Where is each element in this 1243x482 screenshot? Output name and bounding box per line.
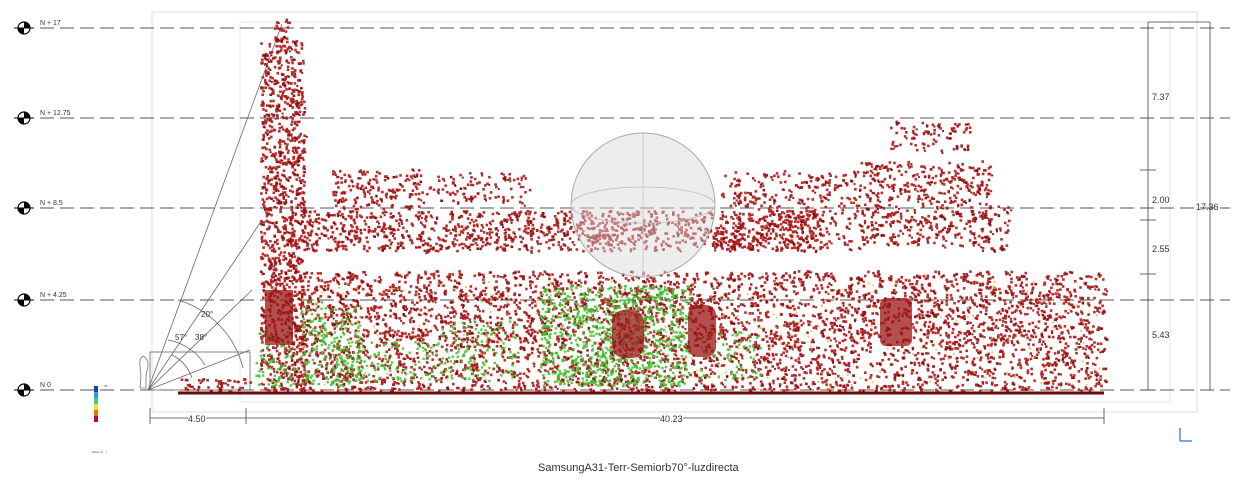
angle-label: 57° bbox=[175, 333, 187, 342]
semi-sphere bbox=[571, 133, 715, 277]
dimension-label: 2.00 bbox=[1152, 195, 1170, 205]
level-marker-icon bbox=[14, 112, 34, 124]
colorbar-segment bbox=[94, 404, 98, 410]
colorbar bbox=[94, 386, 98, 422]
drawing-caption: SamsungA31-Terr-Semiorb70°-luzdirecta bbox=[538, 462, 739, 474]
dimension-label: 4.50 bbox=[188, 414, 206, 424]
level-label: N + 17 bbox=[40, 20, 61, 27]
axis-icon bbox=[1180, 428, 1192, 441]
colorbar-tick: 46 bbox=[104, 384, 107, 388]
colorbar-caption: stdev (0 ...) bbox=[92, 450, 107, 454]
colorbar-segment bbox=[94, 410, 98, 416]
dimension-label: 7.37 bbox=[1152, 92, 1170, 102]
dimension-label: 5.43 bbox=[1152, 330, 1170, 340]
angle-label: 38° bbox=[195, 333, 207, 342]
person-figure bbox=[140, 356, 148, 388]
level-marker-icon bbox=[14, 384, 34, 396]
level-label: N + 12.75 bbox=[40, 110, 71, 117]
level-label: N + 8.5 bbox=[40, 200, 63, 207]
colorbar-segment bbox=[94, 416, 98, 422]
horizontal-dimensions bbox=[150, 408, 1104, 424]
level-label: N 0 bbox=[40, 382, 51, 389]
colorbar-segment bbox=[94, 386, 98, 392]
level-marker-icon bbox=[14, 294, 34, 306]
dimension-label: 2.55 bbox=[1152, 244, 1170, 254]
level-marker-icon bbox=[14, 22, 34, 34]
level-label: N + 4.25 bbox=[40, 292, 67, 299]
level-markers bbox=[14, 22, 34, 396]
level-marker-icon bbox=[14, 202, 34, 214]
total-height-label: 17.36 bbox=[1196, 202, 1219, 212]
angle-label: 20° bbox=[201, 310, 213, 319]
colorbar-segment bbox=[94, 392, 98, 398]
colorbar-segment bbox=[94, 398, 98, 404]
dimension-label: 40.23 bbox=[660, 414, 683, 424]
